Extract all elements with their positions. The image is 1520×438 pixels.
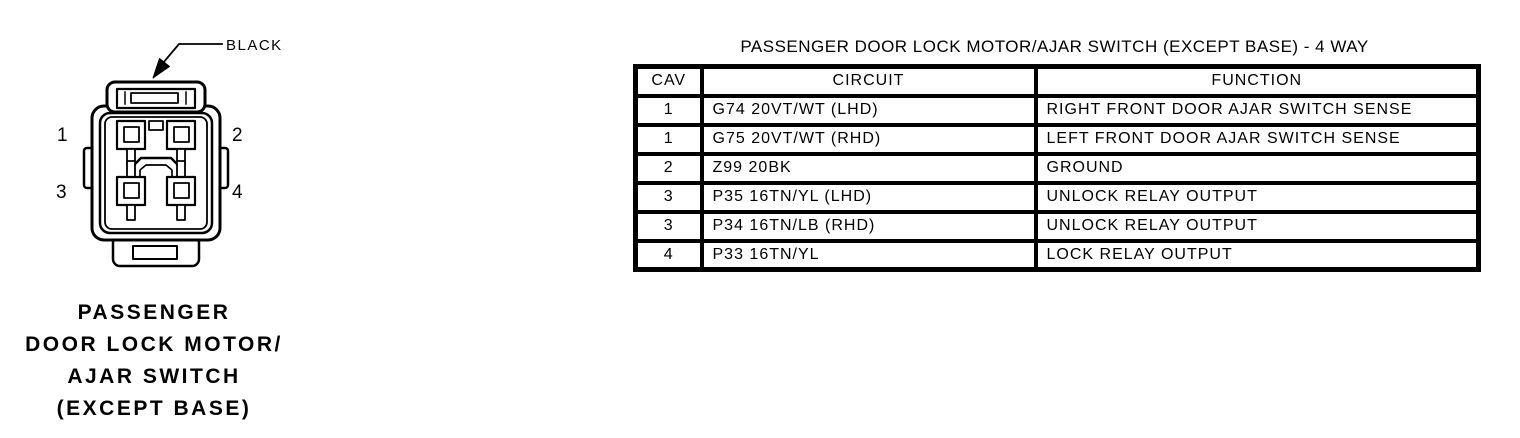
pin-label-4: 4 — [232, 182, 243, 203]
connector-caption-line: AJAR SWITCH — [67, 365, 241, 388]
cell-function: UNLOCK RELAY OUTPUT — [1033, 180, 1481, 214]
wire-color-label: BLACK — [226, 37, 283, 54]
connector-bottom-tab-slot — [132, 245, 178, 260]
terminal-2 — [165, 119, 197, 166]
cell-function: LOCK RELAY OUTPUT — [1033, 238, 1481, 272]
table-header-row: CAV CIRCUIT FUNCTION — [633, 64, 1481, 98]
pin-label-3: 3 — [56, 182, 67, 203]
connector-caption: PASSENGER DOOR LOCK MOTOR/ AJAR SWITCH (… — [6, 297, 302, 425]
black-label-leader-line — [161, 43, 223, 65]
cell-circuit: Z99 20BK — [699, 151, 1038, 185]
connector-body — [90, 104, 222, 242]
connector-caption-line: DOOR LOCK MOTOR/ — [25, 333, 283, 356]
table-row: 1 G74 20VT/WT (LHD) RIGHT FRONT DOOR AJA… — [633, 93, 1481, 127]
header-circuit: CIRCUIT — [699, 64, 1038, 98]
cell-cav: 1 — [633, 93, 704, 127]
cell-circuit: P33 16TN/YL — [699, 238, 1038, 272]
connector-key-inner — [139, 164, 173, 191]
header-function: FUNCTION — [1033, 64, 1481, 98]
cell-function: LEFT FRONT DOOR AJAR SWITCH SENSE — [1033, 122, 1481, 156]
table-row: 3 P34 16TN/LB (RHD) UNLOCK RELAY OUTPUT — [633, 209, 1481, 243]
terminal-3 — [115, 160, 147, 221]
pin-label-2: 2 — [232, 125, 243, 146]
connector-inner-frame-inner — [104, 116, 208, 230]
cell-cav: 2 — [633, 151, 704, 185]
connector-center-rib — [148, 120, 164, 131]
cell-cav: 1 — [633, 122, 704, 156]
cell-function: RIGHT FRONT DOOR AJAR SWITCH SENSE — [1033, 93, 1481, 127]
table-row: 1 G75 20VT/WT (RHD) LEFT FRONT DOOR AJAR… — [633, 122, 1481, 156]
terminal-1 — [115, 119, 147, 166]
cell-cav: 3 — [633, 180, 704, 214]
header-cav: CAV — [633, 64, 704, 98]
cell-function: UNLOCK RELAY OUTPUT — [1033, 209, 1481, 243]
connector-lock-tab — [130, 92, 179, 104]
table-row: 3 P35 16TN/YL (LHD) UNLOCK RELAY OUTPUT — [633, 180, 1481, 214]
connector-caption-line: (EXCEPT BASE) — [56, 397, 252, 420]
cell-cav: 4 — [633, 238, 704, 272]
cell-circuit: P34 16TN/LB (RHD) — [699, 209, 1038, 243]
connector-drawing — [82, 43, 230, 268]
cell-circuit: G75 20VT/WT (RHD) — [699, 122, 1038, 156]
pin-label-1: 1 — [57, 125, 68, 146]
pinout-table: CAV CIRCUIT FUNCTION 1 G74 20VT/WT (LHD)… — [633, 64, 1481, 272]
table-row: 4 P33 16TN/YL LOCK RELAY OUTPUT — [633, 238, 1481, 272]
connector-inner-frame-outer — [98, 111, 214, 235]
cell-circuit: P35 16TN/YL (LHD) — [699, 180, 1038, 214]
connector-caption-line: PASSENGER — [77, 301, 231, 324]
cell-circuit: G74 20VT/WT (LHD) — [699, 93, 1038, 127]
table-row: 2 Z99 20BK GROUND — [633, 151, 1481, 185]
terminal-4 — [165, 160, 197, 221]
pinout-table-title: PASSENGER DOOR LOCK MOTOR/AJAR SWITCH (E… — [740, 37, 1369, 56]
cell-function: GROUND — [1033, 151, 1481, 185]
black-label-arrowhead-icon — [152, 58, 170, 79]
connector-lock-slot — [115, 87, 197, 110]
cell-cav: 3 — [633, 209, 704, 243]
